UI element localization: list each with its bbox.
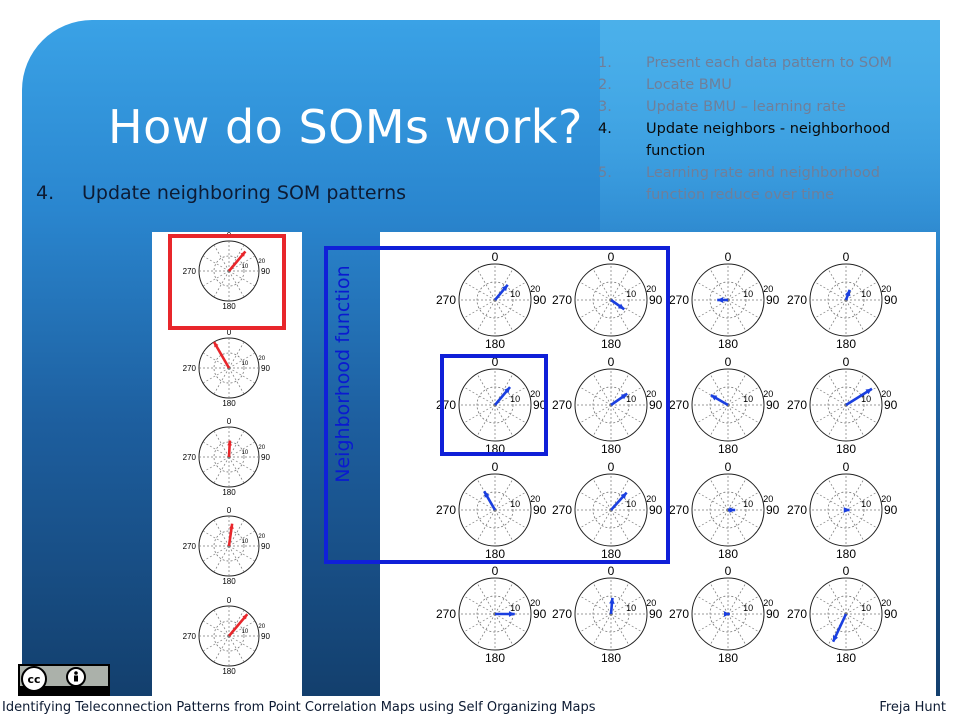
step-item-active: 4.Update neighbors - neighborhood functi… [598,121,891,159]
subtitle-text: Update neighboring SOM patterns [82,182,407,204]
footer-author: Freja Hunt [879,700,946,715]
step-item: 1.Present each data pattern to SOM [598,55,893,71]
step-item: 2.Locate BMU [598,77,732,93]
neighborhood-box [324,246,670,564]
step-item: 3.Update BMU – learning rate [598,99,846,115]
slide-title: How do SOMs work? [108,100,583,154]
input-highlight-box [168,234,286,330]
neighborhood-label: Neighborhood function [332,265,354,483]
bmu-box [440,354,548,456]
footer-bar [0,698,960,720]
slide-subtitle: 4. Update neighboring SOM patterns [36,182,406,204]
footer-title: Identifying Teleconnection Patterns from… [2,700,596,715]
steps-list: 1.Present each data pattern to SOM 2.Loc… [598,52,938,206]
svg-text:cc: cc [27,673,40,686]
subtitle-number: 4. [36,182,55,204]
creative-commons-by-icon: cc [18,664,110,696]
step-item: 5.Learning rate and neighborhood functio… [598,165,880,203]
